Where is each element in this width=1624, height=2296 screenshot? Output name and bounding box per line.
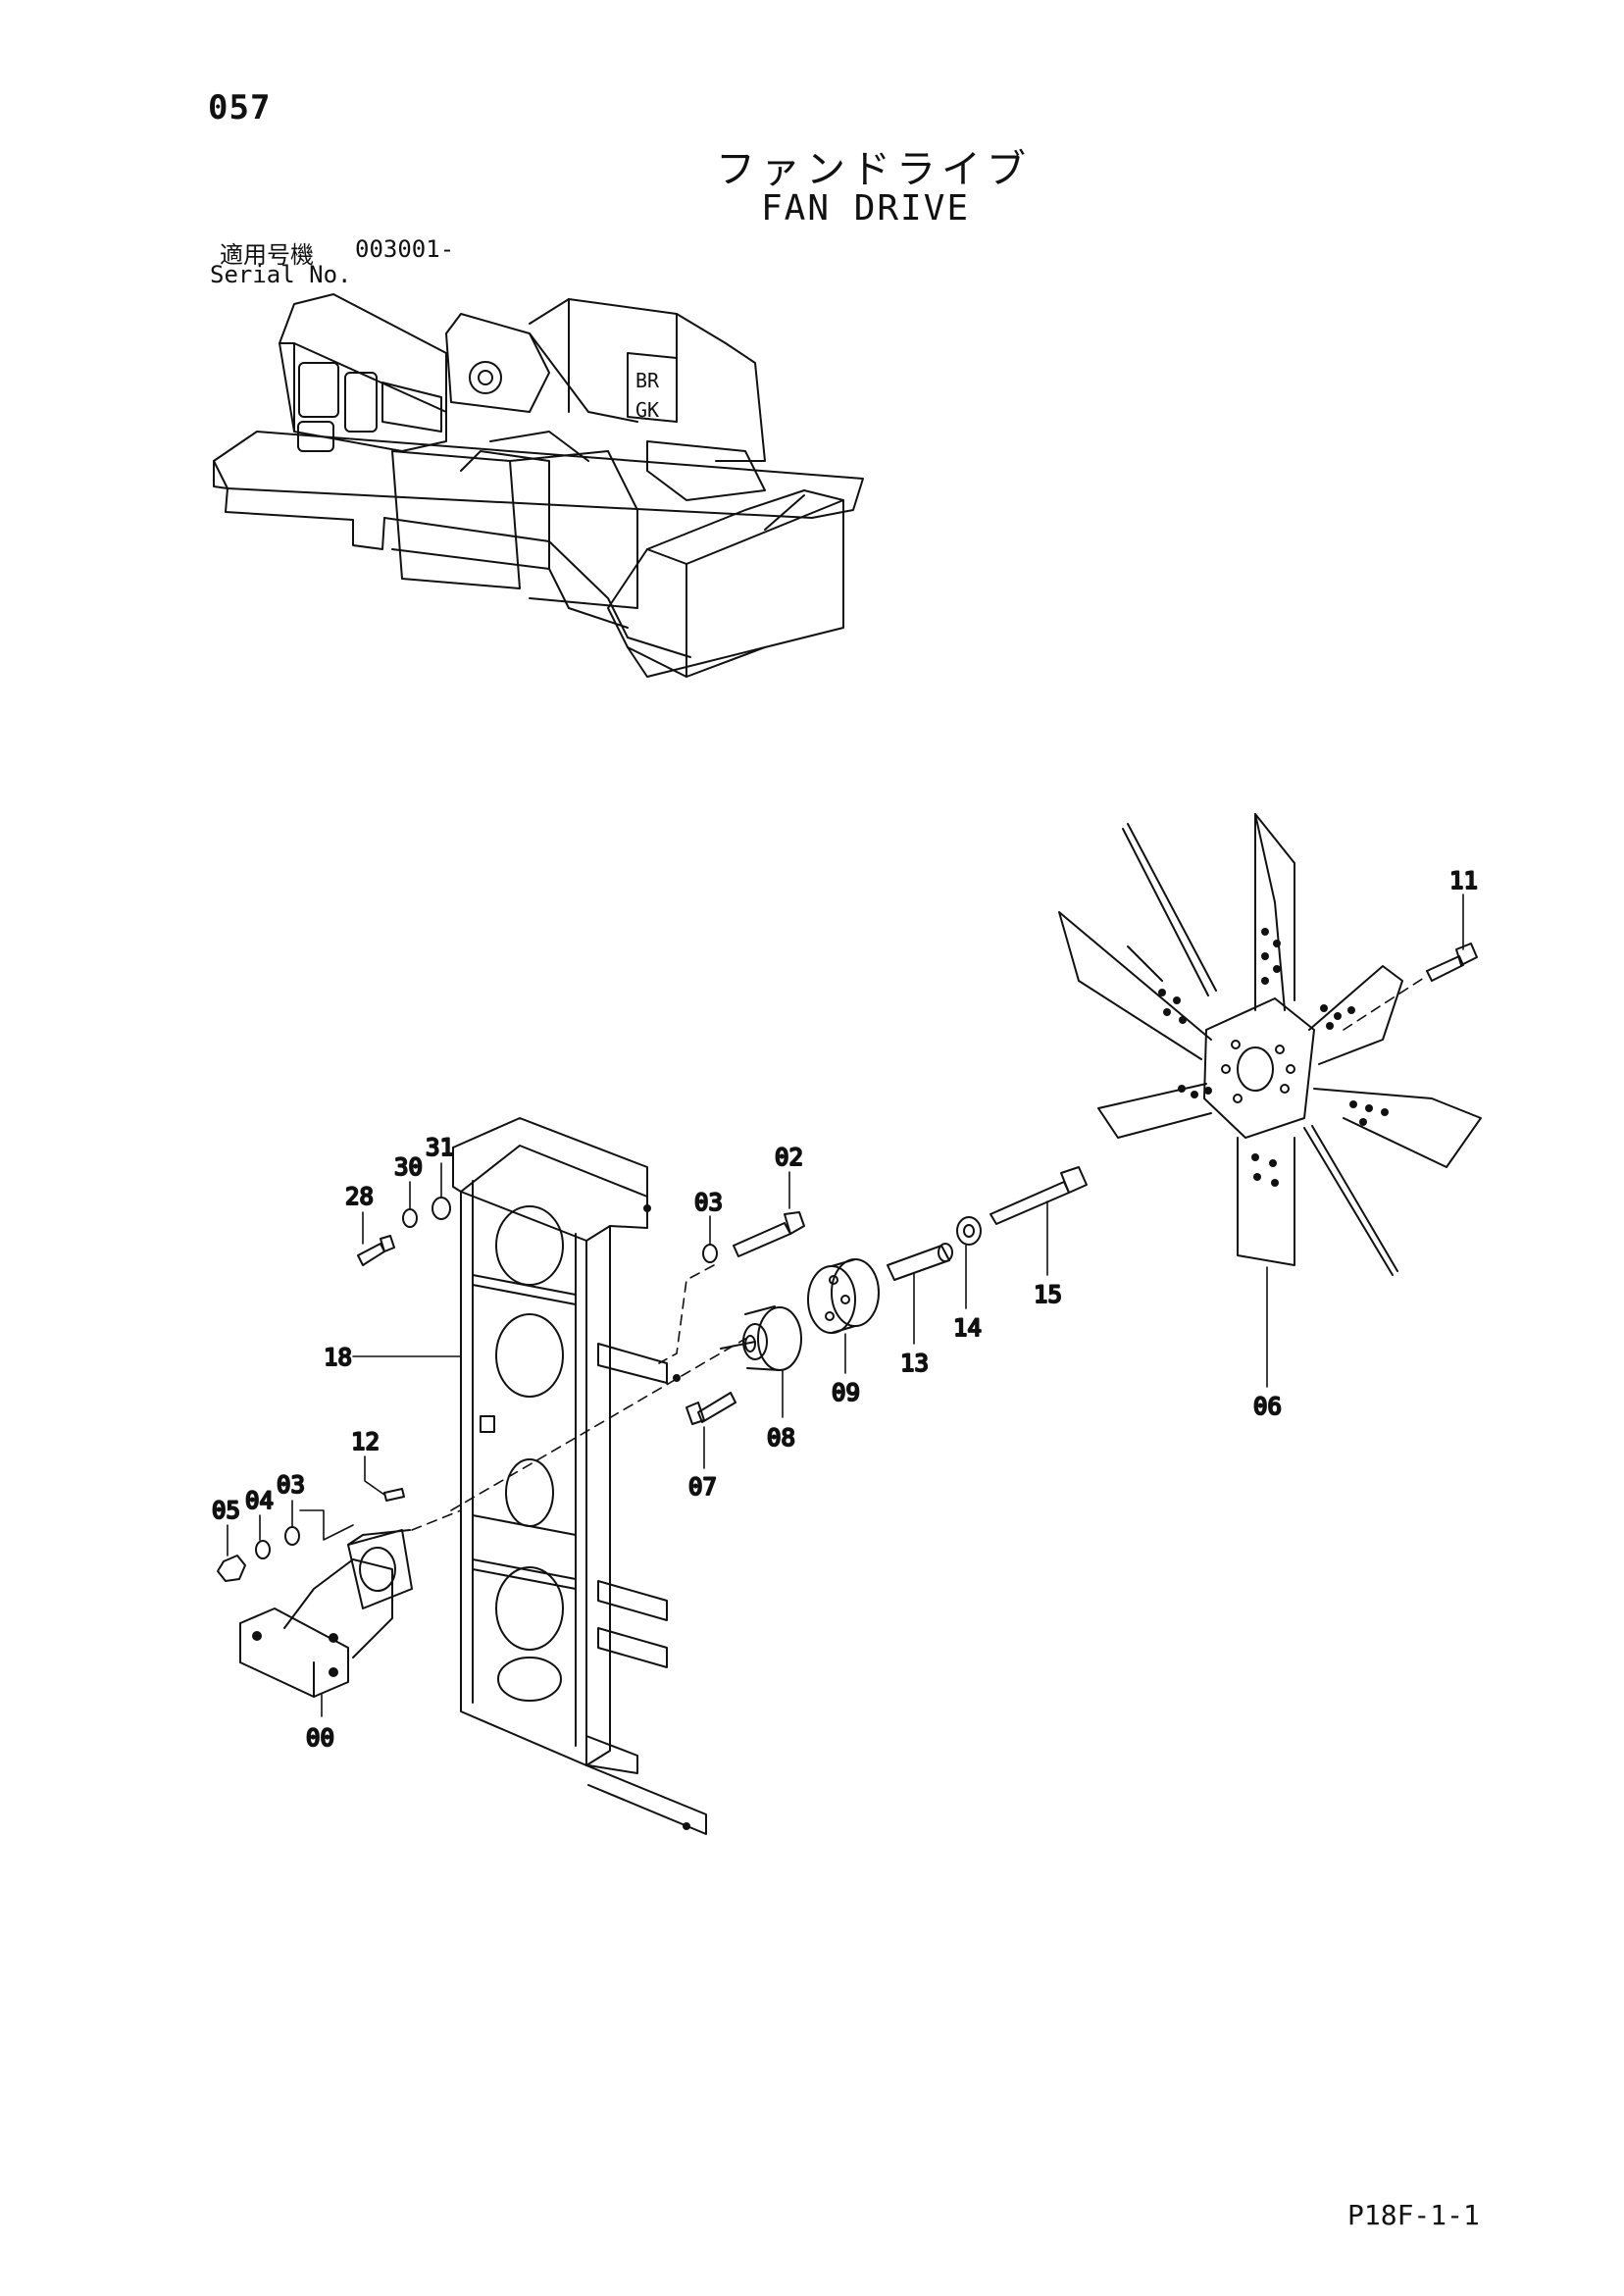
leader-lines xyxy=(227,893,1464,1717)
serial-value: 003001- xyxy=(355,235,455,263)
washer-03-lower xyxy=(284,1526,300,1546)
callout-08: 08 xyxy=(767,1424,795,1452)
callout-18: 18 xyxy=(324,1344,352,1371)
spacer-disc xyxy=(807,1258,880,1334)
serial-label-japanese: 適用号機 xyxy=(220,241,314,269)
callout-11: 11 xyxy=(1449,867,1478,894)
callout-03-upper: 03 xyxy=(694,1189,723,1216)
callout-14: 14 xyxy=(953,1314,982,1342)
bolt-07 xyxy=(685,1392,736,1425)
washer-31 xyxy=(431,1197,451,1220)
callout-00: 00 xyxy=(306,1724,334,1752)
callout-07: 07 xyxy=(688,1473,717,1501)
sleeve xyxy=(887,1243,953,1281)
bolt-02 xyxy=(733,1211,805,1257)
fan-shroud-frame xyxy=(452,1117,707,1835)
washer-04 xyxy=(255,1540,271,1559)
key-12 xyxy=(383,1488,405,1502)
callout-05: 05 xyxy=(212,1497,240,1524)
long-bolt-15 xyxy=(990,1166,1088,1225)
coupling-hub xyxy=(720,1305,802,1371)
callout-03-lower: 03 xyxy=(277,1471,305,1499)
callout-labels: 11 31 30 28 02 03 15 14 13 09 18 08 06 0… xyxy=(211,866,1479,1753)
hydraulic-motor xyxy=(239,1529,413,1698)
callout-04: 04 xyxy=(245,1487,274,1514)
page-code: P18F-1-1 xyxy=(1347,2199,1480,2231)
washer-14 xyxy=(956,1216,982,1246)
callout-30: 30 xyxy=(394,1153,423,1181)
callout-09: 09 xyxy=(832,1379,860,1406)
washer-30 xyxy=(402,1208,418,1228)
title-japanese: ファンドライブ xyxy=(716,147,1032,192)
title-english: FAN DRIVE xyxy=(761,188,971,229)
callout-06: 06 xyxy=(1253,1393,1282,1420)
page-number: 057 xyxy=(208,88,272,128)
svg-text:BR: BR xyxy=(635,369,660,392)
alignment-lines xyxy=(411,975,1428,1531)
nut-05 xyxy=(217,1555,246,1582)
callout-31: 31 xyxy=(426,1134,454,1161)
callout-12: 12 xyxy=(351,1428,380,1455)
cooling-fan xyxy=(1058,813,1482,1276)
washer-03-upper xyxy=(702,1244,718,1263)
callout-13: 13 xyxy=(900,1350,929,1377)
callout-15: 15 xyxy=(1034,1281,1062,1308)
serial-label-english: Serial No. xyxy=(210,261,352,288)
callout-28: 28 xyxy=(345,1183,374,1210)
callout-02: 02 xyxy=(775,1144,803,1171)
svg-text:GK: GK xyxy=(635,398,659,422)
machine-overview-illustration: BR GK xyxy=(213,293,864,678)
screw-11 xyxy=(1426,943,1478,982)
bolt-28 xyxy=(357,1235,395,1266)
